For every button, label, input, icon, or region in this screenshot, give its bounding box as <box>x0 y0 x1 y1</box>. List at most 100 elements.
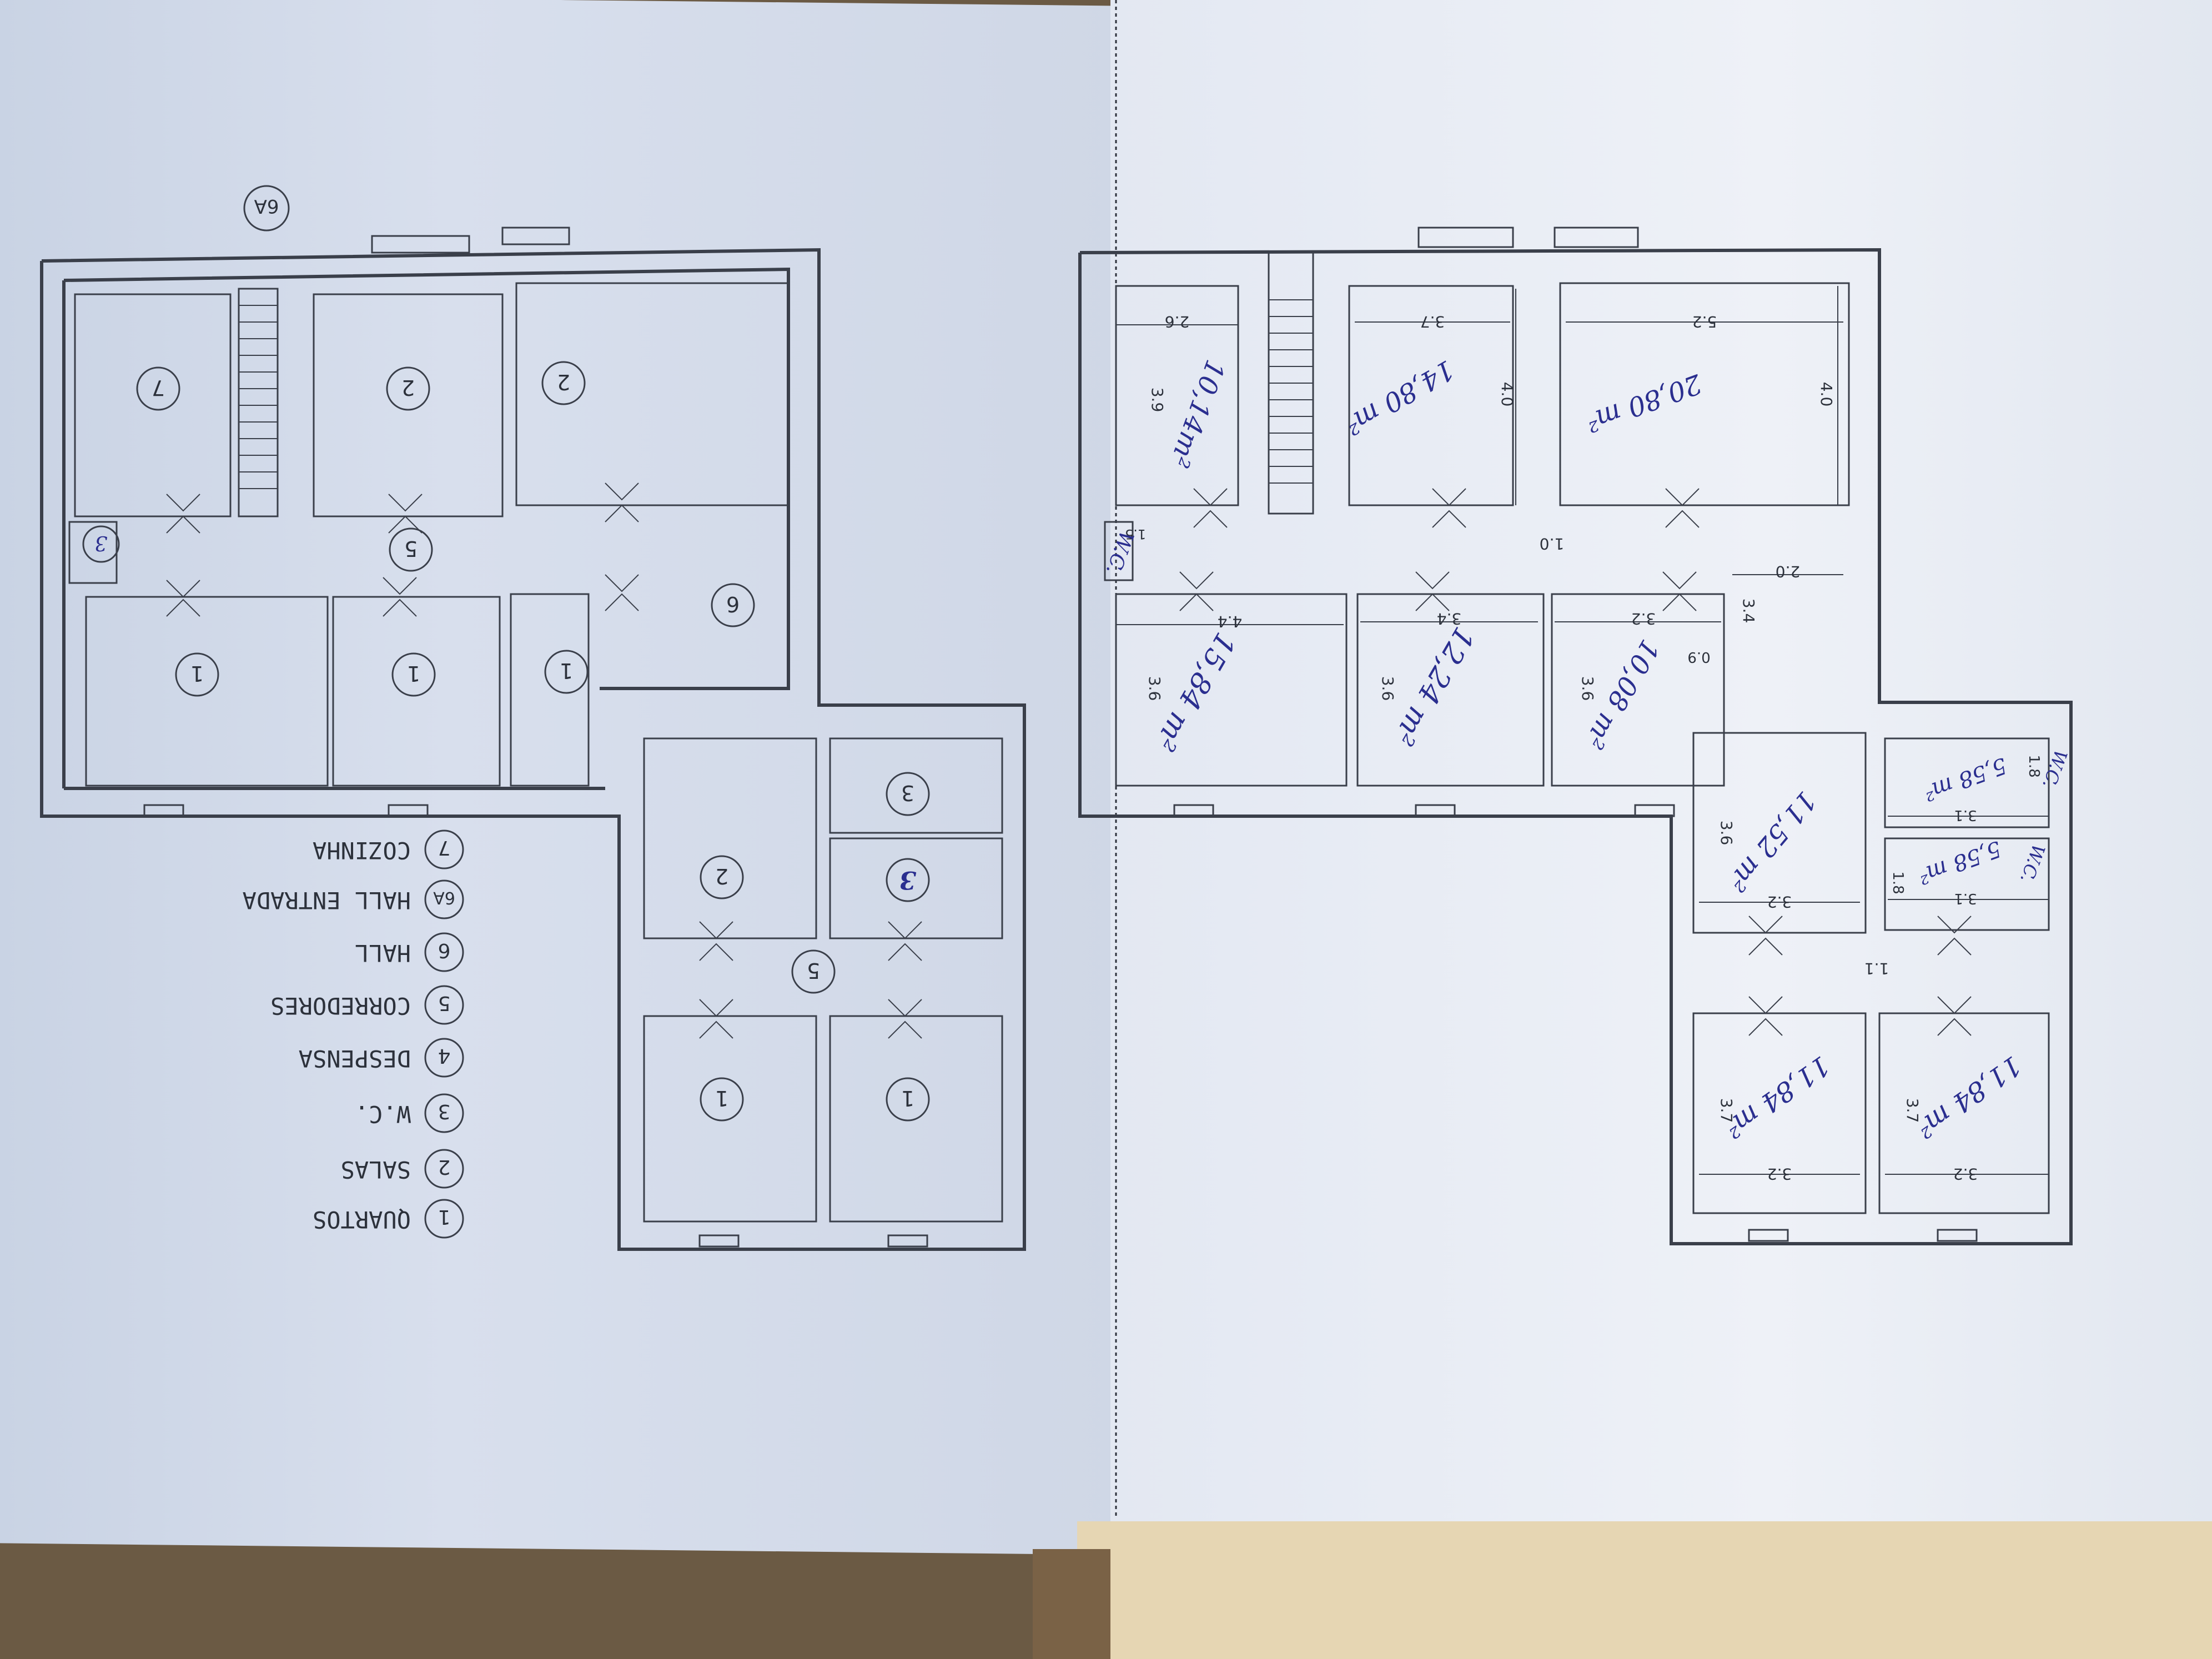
right-plan: 2.6 3.9 3.7 4.0 5.2 4.0 1.5 1.0 4.4 3.6 … <box>1078 227 2073 1245</box>
stair <box>238 288 279 517</box>
dim-wc3-h: 1.8 <box>1889 871 1906 894</box>
area-r1: 10,14m² <box>1163 356 1231 472</box>
tag-wc-c: 3 <box>901 781 914 805</box>
dim-r7-h: 3.6 <box>1717 821 1736 846</box>
dim-r2-w: 3.7 <box>1420 313 1445 331</box>
svg-text:7: 7 <box>438 836 451 859</box>
svg-text:6A: 6A <box>433 888 455 907</box>
legend-label: DESPENSA <box>299 1045 411 1072</box>
legend-label: QUARTOS <box>313 1206 411 1233</box>
tag-quarto-c: 1 <box>560 658 573 683</box>
dim-r9-h: 3.7 <box>1903 1098 1922 1123</box>
area-r3: 20,80 m² <box>1582 368 1706 438</box>
legend-label: COZINHA <box>313 837 411 864</box>
tag-sala-c: 2 <box>715 864 728 888</box>
left-outer-wall <box>40 248 1026 1251</box>
dim-r8-h: 3.7 <box>1717 1098 1736 1123</box>
room-r6 <box>1551 593 1725 787</box>
dim-r6-small: 0.9 <box>1687 648 1710 665</box>
paper-sheet-right <box>1110 0 2212 1532</box>
area-r9: 11,84 m² <box>1910 1050 2027 1145</box>
legend-item: 2 SALAS <box>341 1149 464 1189</box>
tag-corridor-lower: 5 <box>807 958 820 983</box>
dim-r6-h: 3.6 <box>1578 676 1597 701</box>
dim-r3-w: 5.2 <box>1692 313 1717 331</box>
svg-text:5: 5 <box>438 992 451 1014</box>
svg-text:1: 1 <box>438 1205 451 1228</box>
manila-folder <box>1077 1521 2212 1659</box>
svg-text:2: 2 <box>438 1155 451 1178</box>
right-outer-wall <box>1078 248 2073 1245</box>
left-inner-wall <box>63 267 790 690</box>
area-r5: 12,24 m² <box>1386 621 1481 751</box>
tag-kitchen: 7 <box>152 375 165 400</box>
legend-item: 5 CORREDORES <box>270 985 464 1025</box>
dim-r2-h: 4.0 <box>1498 382 1516 407</box>
wooden-desk <box>1033 1549 1110 1659</box>
dim-r1-h: 3.9 <box>1148 388 1167 413</box>
room-r4 <box>1115 593 1348 787</box>
dim-corr2-h: 1.1 <box>1864 959 1889 978</box>
dim-r8-w: 3.2 <box>1767 1165 1792 1183</box>
dim-hall-h: 3.4 <box>1740 599 1758 624</box>
wc-label-wc2: W.C. <box>2038 747 2072 791</box>
handwritten-areas: 10,14m² 14,80 m² 20,80 m² 15,84 m² 12,24… <box>1101 354 2071 1144</box>
sala-c-room <box>643 737 817 939</box>
legend-label: CORREDORES <box>270 992 411 1019</box>
left-plan: 7 2 2 5 3 1 1 1 6 2 3 <box>40 185 1026 1251</box>
legend-item: 4 DESPENSA <box>299 1038 464 1078</box>
stair-steps <box>239 305 278 489</box>
dim-hall-w: 2.0 <box>1776 562 1801 581</box>
dim-r9-w: 3.2 <box>1953 1165 1978 1183</box>
room-r8 <box>1692 1012 1867 1214</box>
legend-label: HALL <box>355 939 411 967</box>
svg-text:6: 6 <box>438 939 451 962</box>
room-wc3 <box>1884 837 2050 931</box>
dimension-lines <box>1116 286 2049 1175</box>
dim-r5-w: 3.4 <box>1437 610 1462 628</box>
dim-wc2-h: 1.8 <box>2025 755 2042 777</box>
tag-sala-a: 2 <box>401 375 415 400</box>
tag-quarto-d: 1 <box>715 1086 728 1110</box>
wc-label-wc3: W.C. <box>2016 841 2049 886</box>
dim-r5-h: 3.6 <box>1379 676 1397 701</box>
tag-quarto-a: 1 <box>190 661 204 686</box>
legend-label: HALL ENTRADA <box>243 887 411 914</box>
room-r7 <box>1692 732 1867 934</box>
legend: 1 QUARTOS 2 SALAS 3 W.C. 4 DESPENSA <box>243 830 464 1239</box>
sala-b-room <box>515 282 790 506</box>
left-door-swings <box>166 482 922 1039</box>
room-wc2 <box>1884 737 2050 828</box>
dim-wc2-w: 3.1 <box>1954 807 1977 823</box>
area-r8: 11,84 m² <box>1718 1050 1835 1145</box>
wc-d-room <box>829 837 1003 939</box>
dim-r6-w: 3.2 <box>1631 610 1656 628</box>
tag-entrance: 6A <box>254 195 279 217</box>
right-windows <box>1173 227 1978 1242</box>
wc-c-room <box>829 737 1003 834</box>
quarto-b-room <box>332 596 501 787</box>
room-r3 <box>1559 282 1850 506</box>
stair-right-steps <box>1269 299 1313 484</box>
dim-corr-h: 1.0 <box>1540 535 1565 553</box>
svg-text:3: 3 <box>438 1100 451 1123</box>
legend-item: 6A HALL ENTRADA <box>243 879 464 919</box>
quarto-e-room <box>829 1015 1003 1223</box>
room-wc-small <box>1104 521 1134 581</box>
dim-r1-w: 2.6 <box>1165 313 1190 331</box>
tag-sala-b: 2 <box>557 370 570 394</box>
tag-quarto-b: 1 <box>407 661 420 686</box>
sala-a-room <box>313 293 504 517</box>
room-r2 <box>1348 285 1514 506</box>
svg-text:4: 4 <box>438 1044 451 1067</box>
area-r2: 14,80 m² <box>1339 354 1459 441</box>
quarto-a-room <box>85 596 329 787</box>
right-door-swings <box>1179 488 1972 1036</box>
tag-hall: 6 <box>726 592 740 616</box>
dim-r4-w: 4.4 <box>1218 612 1243 631</box>
room-r5 <box>1356 593 1545 787</box>
dim-r4-h: 3.6 <box>1145 676 1164 701</box>
quarto-c-room <box>510 593 590 787</box>
